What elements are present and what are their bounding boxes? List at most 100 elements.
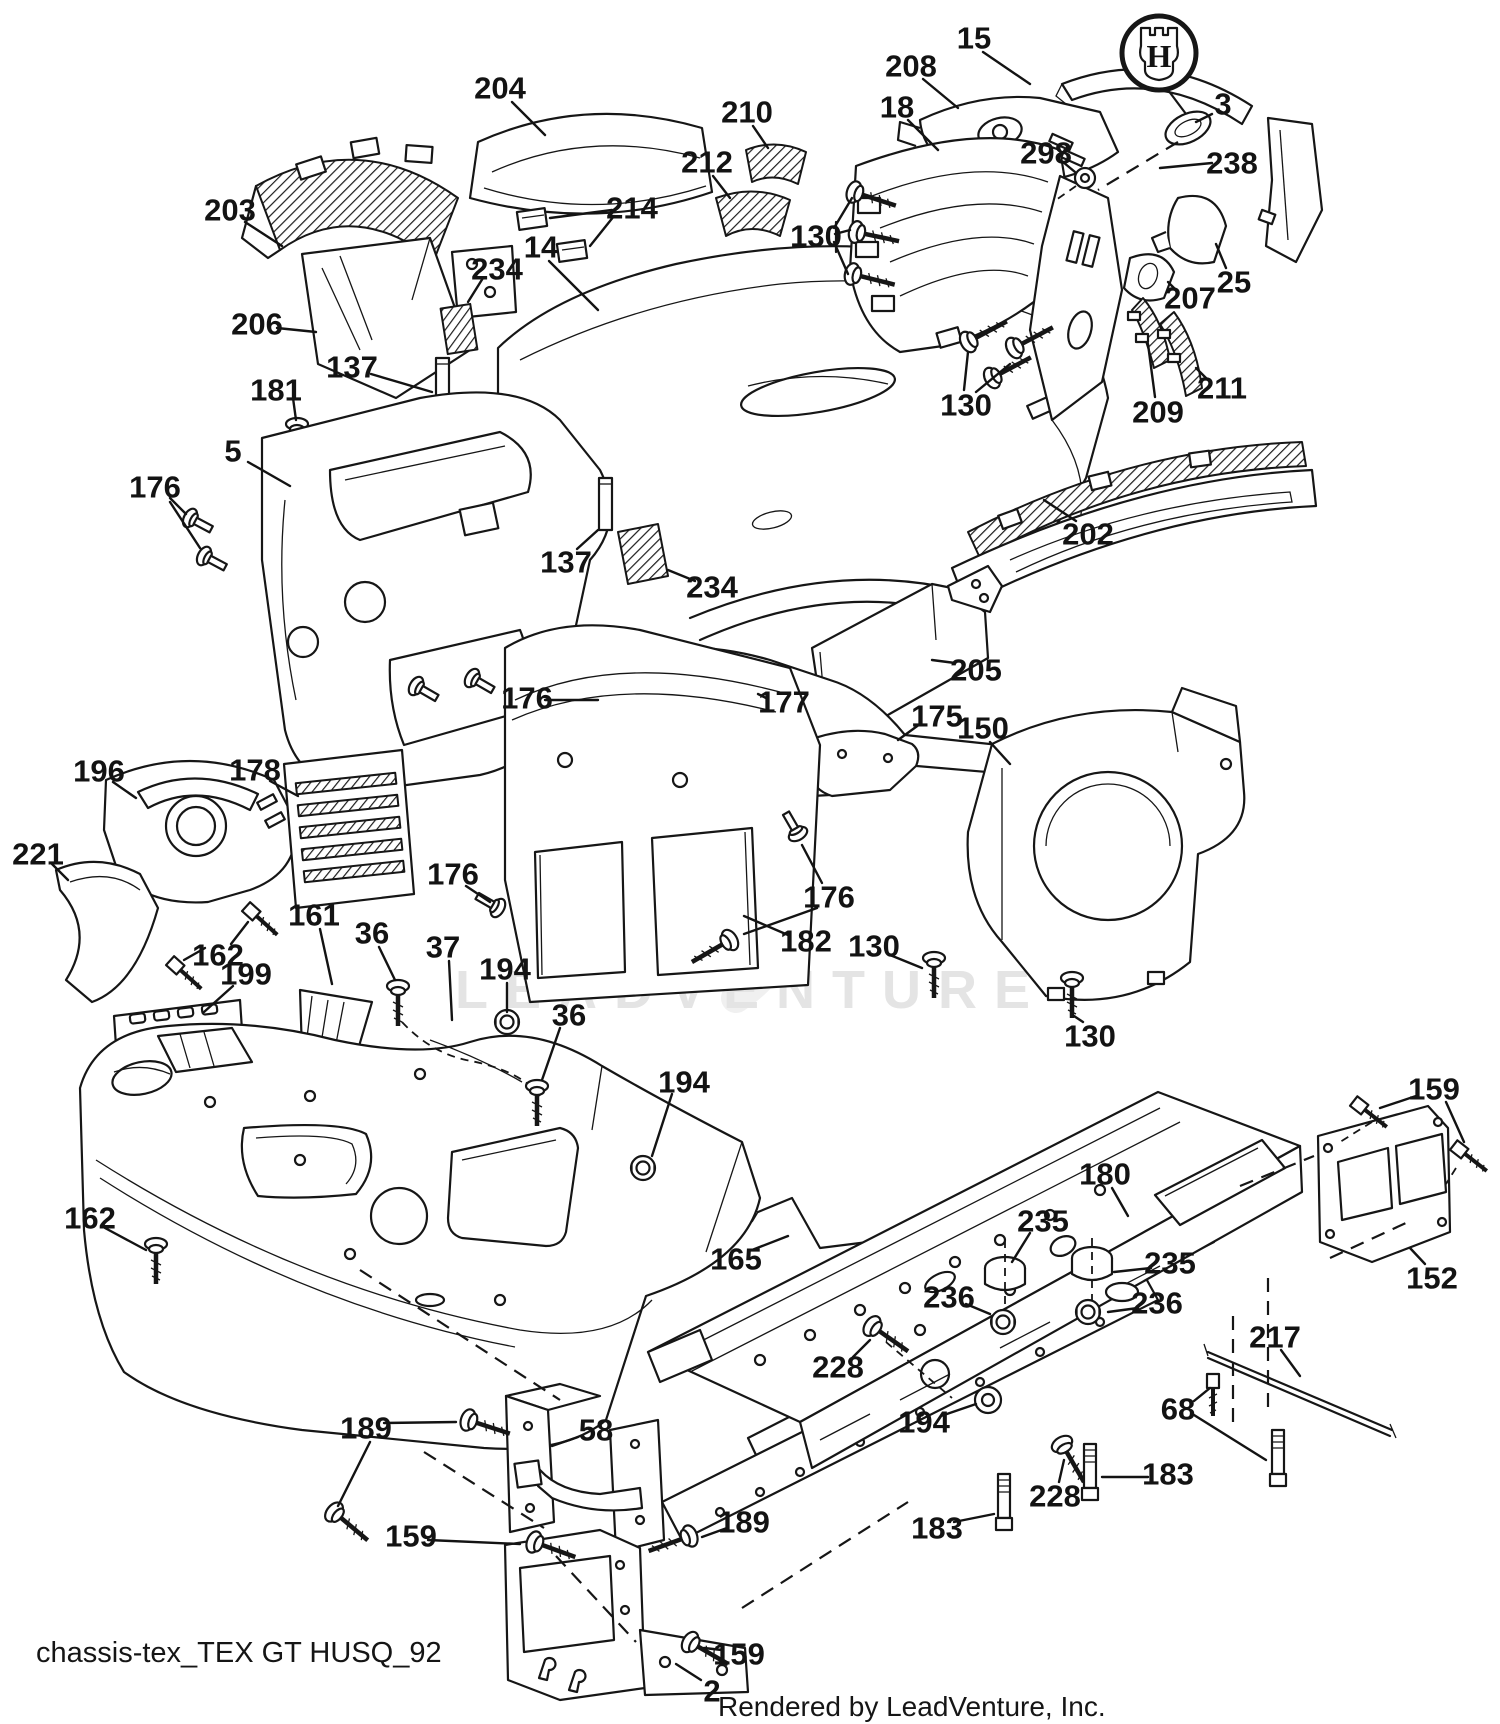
callout-number[interactable]: 228 xyxy=(1029,1479,1081,1514)
callout-number[interactable]: 58 xyxy=(579,1413,613,1448)
part-callout-18-12[interactable]: 18 xyxy=(880,90,940,152)
part-callout-235-52[interactable]: 235 xyxy=(1010,1204,1069,1264)
part-callout-204-0[interactable]: 204 xyxy=(474,71,547,137)
callout-number[interactable]: 161 xyxy=(288,898,340,933)
part-callout-194-44[interactable]: 194 xyxy=(479,952,532,1014)
part-callout-189-67[interactable]: 189 xyxy=(700,1505,770,1540)
callout-number[interactable]: 194 xyxy=(658,1065,710,1100)
part-callout-194-59[interactable]: 194 xyxy=(898,1402,978,1440)
part-callout-161-38[interactable]: 161 xyxy=(288,898,340,986)
part-callout-212-2[interactable]: 212 xyxy=(681,145,733,200)
callout-number[interactable]: 152 xyxy=(1406,1261,1458,1296)
part-callout-207-17[interactable]: 207 xyxy=(1164,281,1216,316)
callout-number[interactable]: 177 xyxy=(758,685,810,720)
part-callout-176-36[interactable]: 176 xyxy=(742,843,855,936)
callout-number[interactable]: 235 xyxy=(1144,1246,1196,1281)
part-callout-68-58[interactable]: 68 xyxy=(1161,1386,1268,1462)
callout-number[interactable]: 68 xyxy=(1161,1392,1195,1427)
callout-number[interactable]: 176 xyxy=(427,857,479,892)
part-callout-130-16[interactable]: 130 xyxy=(790,196,854,276)
part-callout-202-22[interactable]: 202 xyxy=(1042,498,1114,552)
callout-number[interactable]: 175 xyxy=(911,699,963,734)
part-callout-228-62[interactable]: 228 xyxy=(1029,1458,1081,1514)
callout-number[interactable]: 194 xyxy=(898,1405,950,1440)
part-callout-165-50[interactable]: 165 xyxy=(710,1234,790,1277)
callout-number[interactable]: 181 xyxy=(250,373,302,408)
part-callout-189-64[interactable]: 189 xyxy=(336,1411,458,1508)
callout-number[interactable]: 150 xyxy=(957,711,1009,746)
part-callout-203-3[interactable]: 203 xyxy=(204,193,284,248)
part-callout-5-23[interactable]: 5 xyxy=(224,434,292,488)
callout-number[interactable]: 14 xyxy=(524,230,559,265)
callout-number[interactable]: 180 xyxy=(1079,1157,1131,1192)
part-callout-182-39[interactable]: 182 xyxy=(742,914,832,959)
part-callout-162-49[interactable]: 162 xyxy=(64,1201,148,1252)
callout-number[interactable]: 207 xyxy=(1164,281,1216,316)
callout-number[interactable]: 199 xyxy=(220,957,272,992)
callout-number[interactable]: 196 xyxy=(73,754,125,789)
callout-number[interactable]: 212 xyxy=(681,145,733,180)
part-callout-235-54[interactable]: 235 xyxy=(1112,1246,1196,1281)
part-callout-176-35[interactable]: 176 xyxy=(427,857,492,904)
callout-number[interactable]: 236 xyxy=(923,1280,975,1315)
part-callout-175-30[interactable]: 175 xyxy=(896,699,963,742)
callout-number[interactable]: 235 xyxy=(1017,1204,1069,1239)
part-callout-162-37[interactable]: 162 xyxy=(182,920,250,973)
callout-number[interactable]: 183 xyxy=(1142,1457,1194,1492)
callout-number[interactable]: 204 xyxy=(474,71,526,106)
part-callout-37-43[interactable]: 37 xyxy=(426,930,460,1022)
part-callout-152-60[interactable]: 152 xyxy=(1406,1246,1458,1296)
callout-number[interactable]: 165 xyxy=(710,1242,762,1277)
part-callout-130-40[interactable]: 130 xyxy=(848,929,924,970)
callout-number[interactable]: 130 xyxy=(848,929,900,964)
callout-number[interactable]: 205 xyxy=(950,653,1002,688)
part-callout-196-32[interactable]: 196 xyxy=(73,754,138,800)
part-callout-211-21[interactable]: 211 xyxy=(1194,366,1247,406)
callout-number[interactable]: 176 xyxy=(803,880,855,915)
callout-number[interactable]: 228 xyxy=(812,1350,864,1385)
part-callout-210-1[interactable]: 210 xyxy=(721,95,773,150)
callout-number[interactable]: 214 xyxy=(606,191,658,226)
callout-number[interactable]: 203 xyxy=(204,193,256,228)
part-callout-159-48[interactable]: 159 xyxy=(1378,1072,1466,1144)
part-callout-183-63[interactable]: 183 xyxy=(911,1511,996,1546)
part-callout-236-53[interactable]: 236 xyxy=(923,1280,992,1316)
part-callout-194-46[interactable]: 194 xyxy=(650,1065,711,1158)
callout-number[interactable]: 137 xyxy=(326,350,378,385)
part-callout-36-45[interactable]: 36 xyxy=(540,998,586,1082)
part-callout-176-28[interactable]: 176 xyxy=(501,681,600,716)
callout-number[interactable]: 25 xyxy=(1217,265,1251,300)
part-callout-238-15[interactable]: 238 xyxy=(1158,146,1258,181)
callout-number[interactable]: 189 xyxy=(718,1505,770,1540)
callout-number[interactable]: 189 xyxy=(340,1411,392,1446)
part-callout-221-34[interactable]: 221 xyxy=(12,837,70,882)
callout-number[interactable]: 208 xyxy=(885,49,937,84)
callout-number[interactable]: 202 xyxy=(1062,517,1114,552)
part-callout-208-11[interactable]: 208 xyxy=(885,49,960,110)
part-callout-130-47[interactable]: 130 xyxy=(1064,1014,1116,1054)
callout-number[interactable]: 209 xyxy=(1132,395,1184,430)
part-callout-15-10[interactable]: 15 xyxy=(957,21,1032,86)
callout-number[interactable]: 37 xyxy=(426,930,460,965)
callout-number[interactable]: 183 xyxy=(911,1511,963,1546)
part-callout-180-51[interactable]: 180 xyxy=(1079,1157,1131,1218)
part-callout-159-65[interactable]: 159 xyxy=(385,1519,522,1554)
part-callout-199-41[interactable]: 199 xyxy=(202,957,272,1014)
callout-number[interactable]: 137 xyxy=(540,545,592,580)
part-callout-228-57[interactable]: 228 xyxy=(812,1338,872,1385)
callout-number[interactable]: 236 xyxy=(1131,1286,1183,1321)
part-callout-159-68[interactable]: 159 xyxy=(702,1637,765,1672)
part-callout-150-31[interactable]: 150 xyxy=(957,711,1012,766)
callout-number[interactable]: 162 xyxy=(192,938,244,973)
part-callout-183-61[interactable]: 183 xyxy=(1100,1457,1194,1492)
callout-number[interactable]: 130 xyxy=(940,388,992,423)
part-callout-137-8[interactable]: 137 xyxy=(326,350,434,394)
part-callout-3-13[interactable]: 3 xyxy=(1194,87,1232,124)
callout-number[interactable]: 130 xyxy=(790,219,842,254)
part-callout-14-5[interactable]: 14 xyxy=(524,230,600,312)
callout-number[interactable]: 238 xyxy=(1206,146,1258,181)
part-callout-205-27[interactable]: 205 xyxy=(930,653,1002,688)
callout-number[interactable]: 210 xyxy=(721,95,773,130)
part-callout-2-69[interactable]: 2 xyxy=(674,1662,721,1709)
callout-number[interactable]: 159 xyxy=(385,1519,437,1554)
